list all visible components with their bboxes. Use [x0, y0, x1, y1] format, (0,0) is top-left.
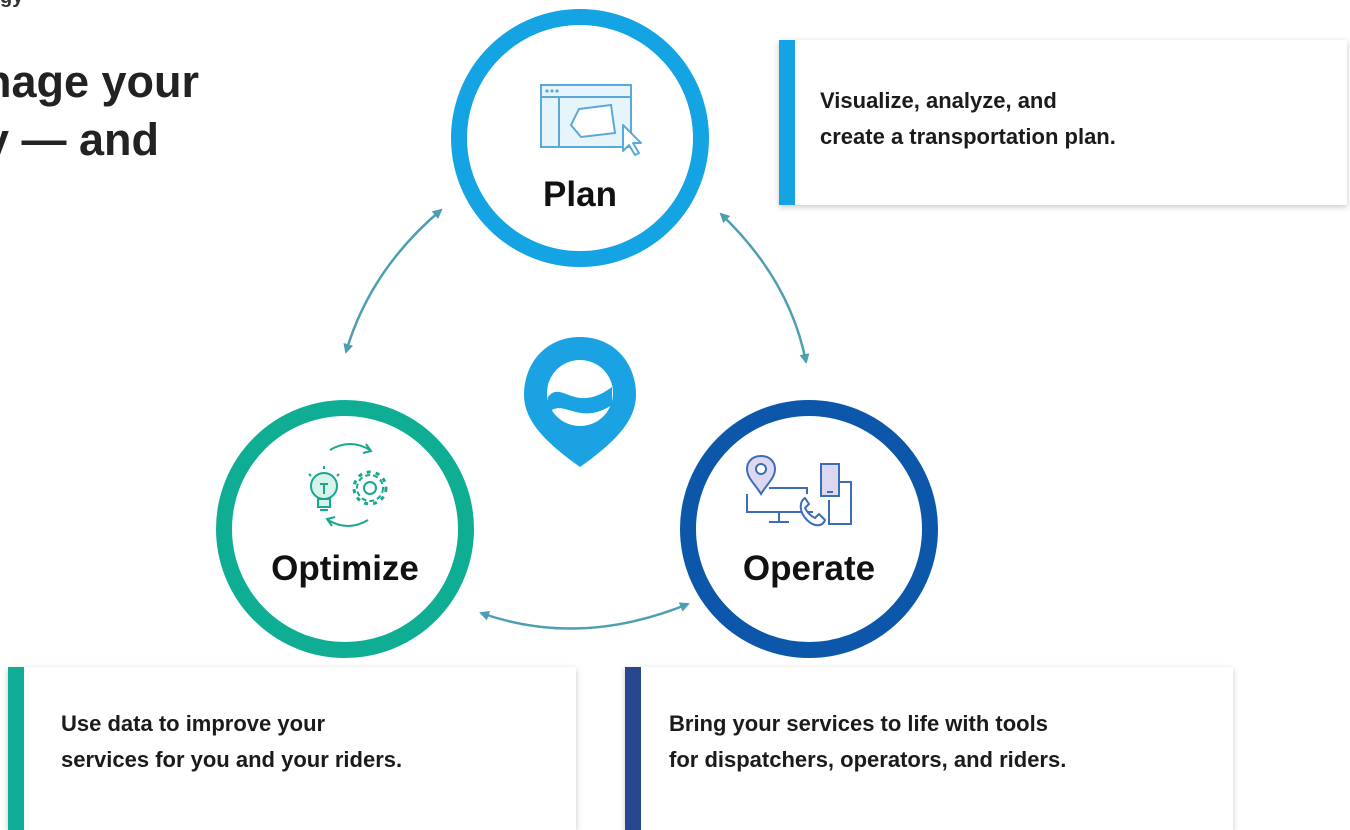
arrow-plan-operate — [719, 212, 810, 364]
optimize-card-accent-bar — [8, 667, 24, 830]
operate-description-card: Bring your services to life with tools f… — [625, 667, 1233, 830]
optimize-card-line-1: Use data to improve your — [61, 711, 326, 736]
arrow-optimize-operate — [479, 602, 690, 630]
operate-card-line-2: for dispatchers, operators, and riders. — [669, 747, 1067, 772]
plan-card-line-2: create a transportation plan. — [820, 124, 1116, 149]
optimize-label: Optimize — [271, 549, 419, 588]
eyebrow-text: gy — [0, 0, 23, 9]
plan-label: Plan — [543, 175, 617, 214]
plan-description-card: Visualize, analyze, and create a transpo… — [779, 40, 1347, 205]
operate-card-text: Bring your services to life with tools f… — [669, 706, 1066, 778]
optimize-description-card: Use data to improve your services for yo… — [8, 667, 576, 830]
arrow-plan-optimize — [343, 208, 443, 354]
browser-window-cursor-icon — [540, 84, 642, 156]
plan-circle: Plan — [451, 9, 709, 267]
plan-card-text: Visualize, analyze, and create a transpo… — [820, 83, 1116, 155]
plan-card-accent-bar — [779, 40, 795, 205]
lightbulb-gear-cycle-icon — [308, 443, 388, 527]
page-headline: nage your y — and — [0, 53, 199, 169]
headline-line-1: nage your — [0, 56, 200, 107]
optimize-card-line-2: services for you and your riders. — [61, 747, 403, 772]
location-phone-devices-icon — [745, 454, 852, 527]
optimize-circle: Optimize — [216, 400, 474, 658]
optimize-card-text: Use data to improve your services for yo… — [61, 706, 402, 778]
headline-line-2: y — and — [0, 114, 160, 165]
operate-circle: Operate — [680, 400, 938, 658]
operate-label: Operate — [742, 549, 876, 588]
operate-card-accent-bar — [625, 667, 641, 830]
plan-card-line-1: Visualize, analyze, and — [820, 88, 1057, 113]
location-pin-logo-icon — [524, 337, 636, 467]
operate-card-line-1: Bring your services to life with tools — [669, 711, 1048, 736]
